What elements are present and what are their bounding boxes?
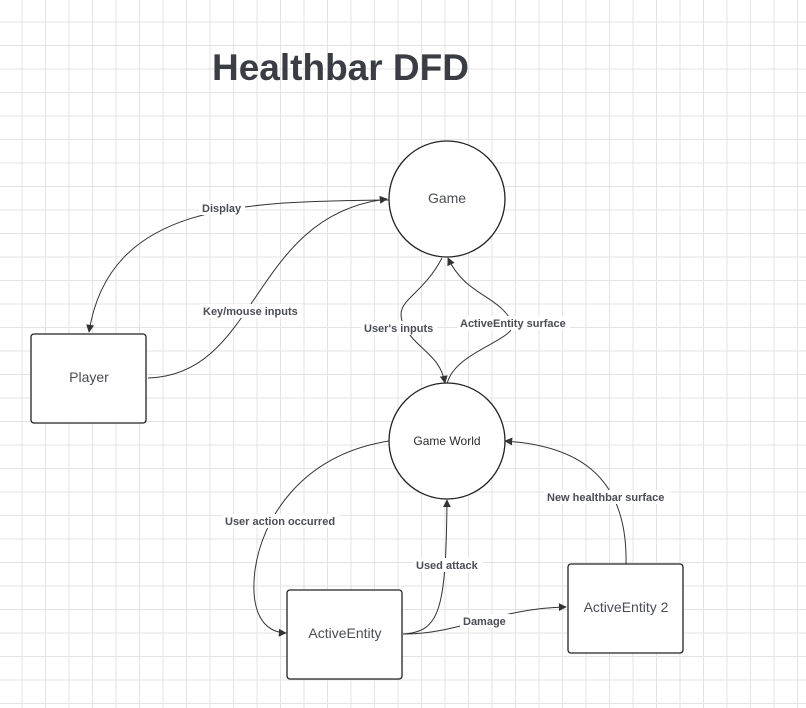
flow-label-damage: Damage (460, 614, 510, 628)
flow-new-healthbar-surface[interactable] (504, 437, 627, 565)
flow-label-users-inputs: User's inputs (361, 321, 437, 335)
svg-text:Display: Display (202, 203, 242, 215)
flow-label-used-attack: Used attack (413, 558, 483, 572)
entity-player-label: Player (69, 369, 109, 385)
svg-text:User action occurred: User action occurred (225, 516, 335, 528)
flow-display[interactable] (86, 199, 390, 333)
svg-text:Damage: Damage (463, 616, 506, 628)
entity-active-entity-label: ActiveEntity (308, 625, 381, 641)
flow-label-activeentity-surface: ActiveEntity surface (457, 316, 570, 330)
process-game-label: Game (428, 190, 466, 206)
process-game-world[interactable]: Game World (388, 382, 506, 500)
entity-active-entity-2[interactable]: ActiveEntity 2 (567, 563, 684, 654)
svg-text:Used attack: Used attack (416, 560, 479, 572)
diagram-title: Healthbar DFD (212, 47, 469, 88)
entity-active-entity[interactable]: ActiveEntity (286, 589, 403, 680)
flow-label-key-mouse-inputs: Key/mouse inputs (200, 304, 302, 318)
flow-label-user-action-occurred: User action occurred (222, 514, 340, 528)
flow-users-inputs[interactable] (400, 257, 448, 384)
svg-text:ActiveEntity surface: ActiveEntity surface (460, 318, 566, 330)
flow-label-new-healthbar-surface: New healthbar surface (544, 490, 670, 504)
entity-active-entity-2-label: ActiveEntity 2 (584, 599, 669, 615)
process-game-world-label: Game World (413, 434, 480, 448)
svg-text:Key/mouse inputs: Key/mouse inputs (203, 306, 298, 318)
flow-used-attack[interactable] (402, 499, 451, 635)
entity-player[interactable]: Player (30, 333, 147, 424)
flow-label-display: Display (199, 201, 245, 215)
process-game[interactable]: Game (388, 140, 506, 258)
flow-user-action-occurred[interactable] (253, 440, 390, 637)
flow-key-mouse-inputs[interactable] (147, 195, 388, 379)
svg-text:New healthbar surface: New healthbar surface (547, 492, 664, 504)
svg-text:User's inputs: User's inputs (364, 323, 433, 335)
